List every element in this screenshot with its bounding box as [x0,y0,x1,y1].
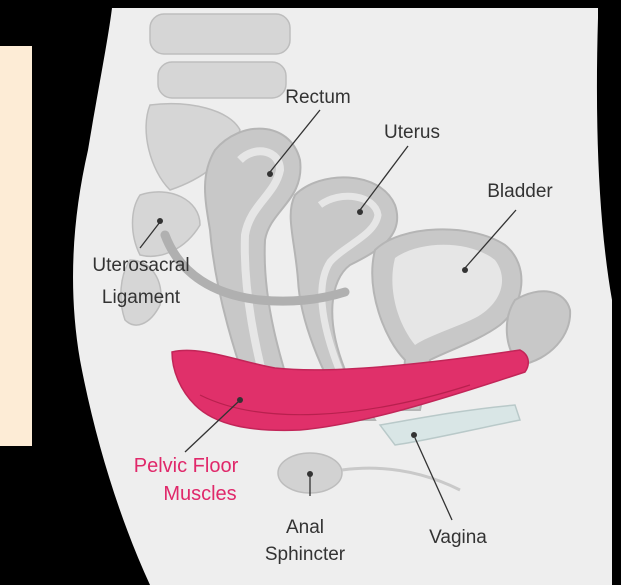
label-pelvic-floor-line2: Muscles [163,483,236,505]
side-panel [0,46,32,446]
label-uterosacral-line2: Ligament [102,287,181,308]
label-anal-line2: Sphincter [265,544,346,565]
label-vagina: Vagina [429,527,487,548]
label-pelvic-floor-line1: Pelvic Floor [134,455,239,477]
label-bladder: Bladder [487,181,553,202]
label-anal-line1: Anal [286,517,324,538]
frame-edge [612,300,621,585]
label-uterosacral-line1: Uterosacral [92,255,189,276]
label-uterus: Uterus [384,122,440,143]
label-rectum: Rectum [285,87,350,108]
